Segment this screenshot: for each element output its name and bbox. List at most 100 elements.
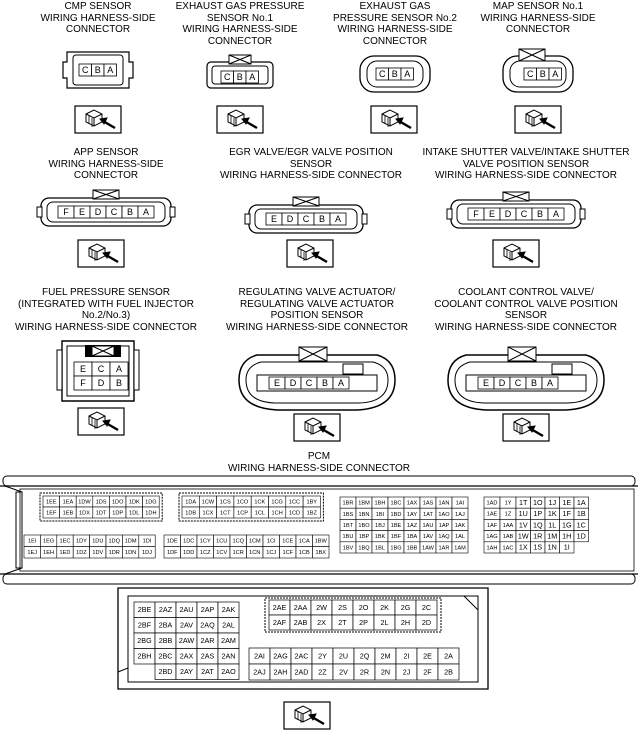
pin-label: 1BL bbox=[375, 545, 385, 551]
pin-label: 2Y bbox=[318, 651, 327, 660]
pin-label: 2AH bbox=[274, 667, 288, 676]
pin-label: A bbox=[143, 207, 149, 217]
egp1-sensor-title: EXHAUST GAS PRESSURE SENSOR No.1 WIRING … bbox=[175, 1, 305, 47]
view-arrowhead bbox=[102, 419, 111, 427]
icon-frame bbox=[77, 239, 125, 268]
pin-label: E bbox=[274, 378, 280, 388]
pin-cell bbox=[138, 546, 156, 559]
connector-view-icon bbox=[77, 239, 125, 268]
pin-label: 2AT bbox=[201, 667, 214, 676]
connector-inner bbox=[254, 208, 358, 230]
pin-label: 2I bbox=[404, 651, 410, 660]
pin-label: 1AH bbox=[487, 545, 498, 551]
pin-cell bbox=[332, 376, 350, 390]
plug-edges bbox=[88, 247, 106, 260]
pin-label: 1R bbox=[533, 532, 542, 541]
pin-label: B bbox=[322, 378, 328, 388]
connector-inner bbox=[454, 361, 598, 404]
view-arrowhead bbox=[102, 251, 111, 259]
pin-label: 1X bbox=[519, 543, 528, 552]
pin-label: 1AJ bbox=[455, 512, 465, 518]
pin-cell bbox=[548, 67, 562, 81]
pin-label: 1BD bbox=[391, 512, 402, 518]
pin-label: 1A bbox=[577, 498, 586, 507]
pin-label: 1EB bbox=[63, 510, 74, 516]
pin-cell bbox=[541, 376, 559, 390]
icon-frame bbox=[74, 105, 122, 134]
connector-view-icon bbox=[216, 105, 264, 134]
pin-label: 2AD bbox=[295, 667, 309, 676]
map1-sensor-title: MAP SENSOR No.1 WIRING HARNESS-SIDE CONN… bbox=[480, 1, 596, 35]
pin-label: 2AF bbox=[273, 618, 287, 627]
plug-edges bbox=[381, 113, 399, 126]
pin-label: 1BG bbox=[390, 545, 401, 551]
connector-ear bbox=[579, 208, 586, 220]
pin-label: 1AM bbox=[454, 545, 466, 551]
pin-label: 1AK bbox=[455, 523, 466, 529]
pin-label: B bbox=[319, 214, 325, 224]
pin-label: 2BB bbox=[159, 636, 173, 645]
pin-label: 1DZ bbox=[76, 550, 87, 556]
plug-edges bbox=[304, 421, 322, 434]
pin-label: A bbox=[338, 378, 344, 388]
pin-label: 2BC bbox=[159, 652, 173, 661]
pin-label: 1BS bbox=[343, 512, 354, 518]
connector-inner bbox=[46, 201, 166, 223]
pin-label: 1DT bbox=[96, 510, 107, 516]
pin-label: 2F bbox=[423, 667, 432, 676]
pin-label: B bbox=[540, 69, 546, 79]
connector-view-icon bbox=[283, 701, 331, 730]
view-arrowhead bbox=[527, 425, 536, 433]
pin-label: 1E bbox=[562, 498, 571, 507]
pin-label: 1CB bbox=[299, 550, 310, 556]
plug-edges bbox=[227, 113, 245, 126]
connector-view-icon bbox=[74, 105, 122, 134]
latch-cross bbox=[518, 48, 546, 62]
pin-label: D bbox=[499, 378, 506, 388]
pin-label: 2M bbox=[381, 651, 391, 660]
pin-label: B bbox=[531, 378, 537, 388]
pin-label: C bbox=[521, 209, 528, 219]
pcm-rail bbox=[2, 475, 636, 487]
view-arrowhead bbox=[318, 425, 327, 433]
pin-label: 2BD bbox=[159, 667, 173, 676]
pin-label: 1BK bbox=[375, 534, 386, 540]
pin-label: 1BA bbox=[407, 534, 418, 540]
pin-label: 1CL bbox=[255, 510, 265, 516]
pin-label: 1AR bbox=[439, 545, 450, 551]
plug-edges bbox=[525, 113, 543, 126]
pin-label: 1BC bbox=[391, 501, 402, 507]
connector-inner bbox=[211, 65, 269, 85]
connector-view-icon bbox=[514, 105, 562, 134]
pin-label: 1CO bbox=[237, 499, 249, 505]
pin-label: 2E bbox=[423, 651, 432, 660]
pin-label: 1BQ bbox=[358, 545, 370, 551]
connector-ear bbox=[36, 206, 43, 218]
connector-view-icon bbox=[77, 407, 125, 436]
pin-label: 2BF bbox=[138, 621, 152, 630]
app-sensor-title: APP SENSOR WIRING HARNESS-SIDE CONNECTOR bbox=[48, 147, 164, 181]
pin-label: 2X bbox=[317, 618, 326, 627]
connector-ear bbox=[361, 213, 368, 225]
pin-label: C bbox=[82, 65, 89, 75]
pcm2-face bbox=[127, 595, 479, 683]
pin-label: 1CA bbox=[299, 539, 310, 545]
pin-label: 2AY bbox=[180, 667, 193, 676]
pin-label: 2O bbox=[359, 603, 369, 612]
pin-label: 1U bbox=[519, 509, 528, 518]
pin-label: B bbox=[95, 65, 101, 75]
pin-cell bbox=[415, 614, 438, 631]
view-arrowhead bbox=[99, 117, 108, 125]
pin-label: 1DC bbox=[183, 539, 194, 545]
plug-edges bbox=[503, 247, 521, 260]
pin-label: 1CN bbox=[249, 550, 260, 556]
pin-label: 1N bbox=[548, 543, 557, 552]
pin-label: A bbox=[249, 72, 255, 82]
pin-label: 1AE bbox=[487, 512, 498, 518]
pin-label: 1CZ bbox=[200, 550, 211, 556]
icon-frame bbox=[502, 413, 550, 442]
pin-label: 1CD bbox=[289, 510, 300, 516]
